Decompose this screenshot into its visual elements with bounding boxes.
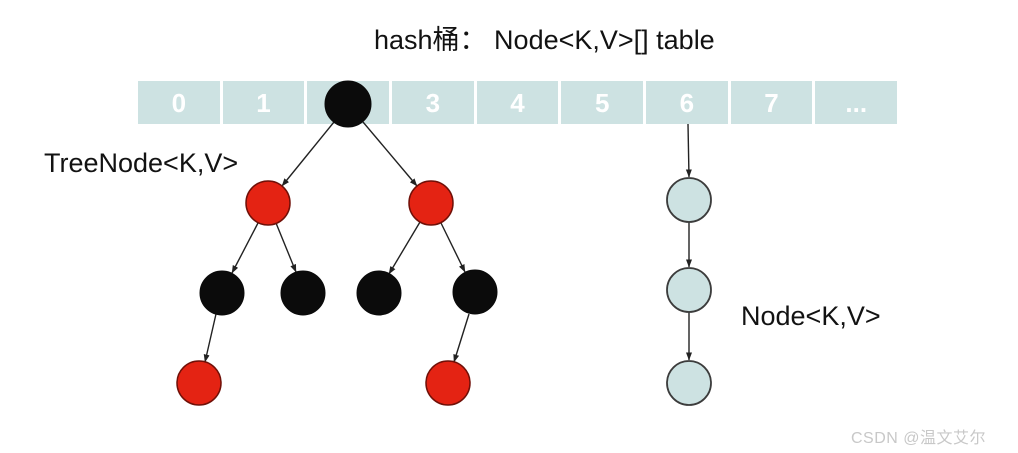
bucket-cell-1: 1 [222, 81, 305, 124]
diagram-title: hash桶： Node<K,V>[] table [374, 25, 715, 55]
treenode-label: TreeNode<K,V> [44, 148, 239, 178]
node-label: Node<K,V> [741, 301, 881, 331]
edge-rightred-to-black4 [440, 222, 466, 273]
tree-root-node [324, 80, 372, 128]
edge-black1-to-redleaf [203, 313, 217, 363]
list-node-3 [666, 360, 712, 406]
bucket-cell-6: 6 [646, 81, 728, 124]
edge-bucket6-to-list1 [685, 123, 692, 178]
bucket-cell-5: 5 [561, 81, 644, 124]
list-node-1 [666, 177, 712, 223]
bucket-cell-3: 3 [392, 81, 474, 124]
bucket-cell-8: ... [815, 81, 898, 124]
tree-black-node-3 [356, 270, 402, 316]
tree-red-node-right [408, 180, 454, 226]
edge-black4-to-redleaf [453, 313, 470, 363]
bucket-cell-7: 7 [730, 81, 813, 124]
bucket-cell-4: 4 [476, 81, 559, 124]
tree-black-node-2 [280, 270, 326, 316]
tree-black-node-1 [199, 270, 245, 316]
tree-red-node-left [245, 180, 291, 226]
tree-red-leaf-right [425, 360, 471, 406]
tree-red-leaf-left [176, 360, 222, 406]
edge-rightred-to-black3 [388, 221, 421, 275]
tree-black-node-4 [452, 269, 498, 315]
edge-root-to-right-red [362, 121, 418, 187]
edge-leftred-to-black2 [275, 222, 297, 273]
list-node-2 [666, 267, 712, 313]
watermark-text: CSDN @温文艾尔 [851, 430, 987, 447]
edge-root-to-left-red [281, 121, 335, 187]
edge-leftred-to-black1 [231, 222, 259, 274]
bucket-cell-0: 0 [138, 81, 220, 124]
